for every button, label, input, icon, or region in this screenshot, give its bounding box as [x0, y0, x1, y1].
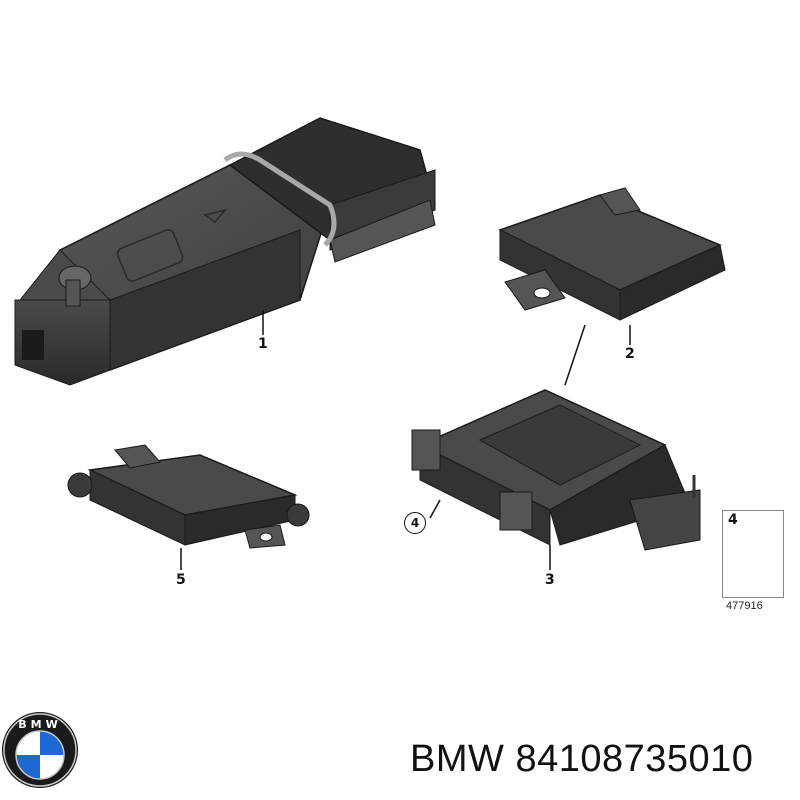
- bmw-logo: BMW: [2, 712, 78, 788]
- legend-part-number: 4: [728, 512, 738, 528]
- diagram-reference-number: 477916: [726, 600, 763, 612]
- part-label-3: 3: [545, 572, 555, 588]
- part-label-4-circled: 4: [404, 512, 426, 534]
- leader-line-4: [429, 499, 441, 519]
- brand-caption: BMW 84108735010: [410, 738, 753, 781]
- part-1-charging-cradle: [14, 117, 436, 386]
- part-label-1: 1: [258, 336, 268, 352]
- legend-box: [722, 510, 784, 598]
- part-3-mounting-bracket: [411, 389, 701, 551]
- brand-part-number: 84108735010: [515, 738, 754, 780]
- part-label-2: 2: [625, 346, 635, 362]
- brand-name: BMW: [410, 738, 505, 780]
- bmw-logo-lettering: BMW: [18, 718, 61, 731]
- part-5-antenna-module: [67, 444, 310, 549]
- part-2-control-module: [498, 187, 726, 321]
- leader-line-2-to-3: [564, 324, 586, 386]
- part-label-5: 5: [176, 572, 186, 588]
